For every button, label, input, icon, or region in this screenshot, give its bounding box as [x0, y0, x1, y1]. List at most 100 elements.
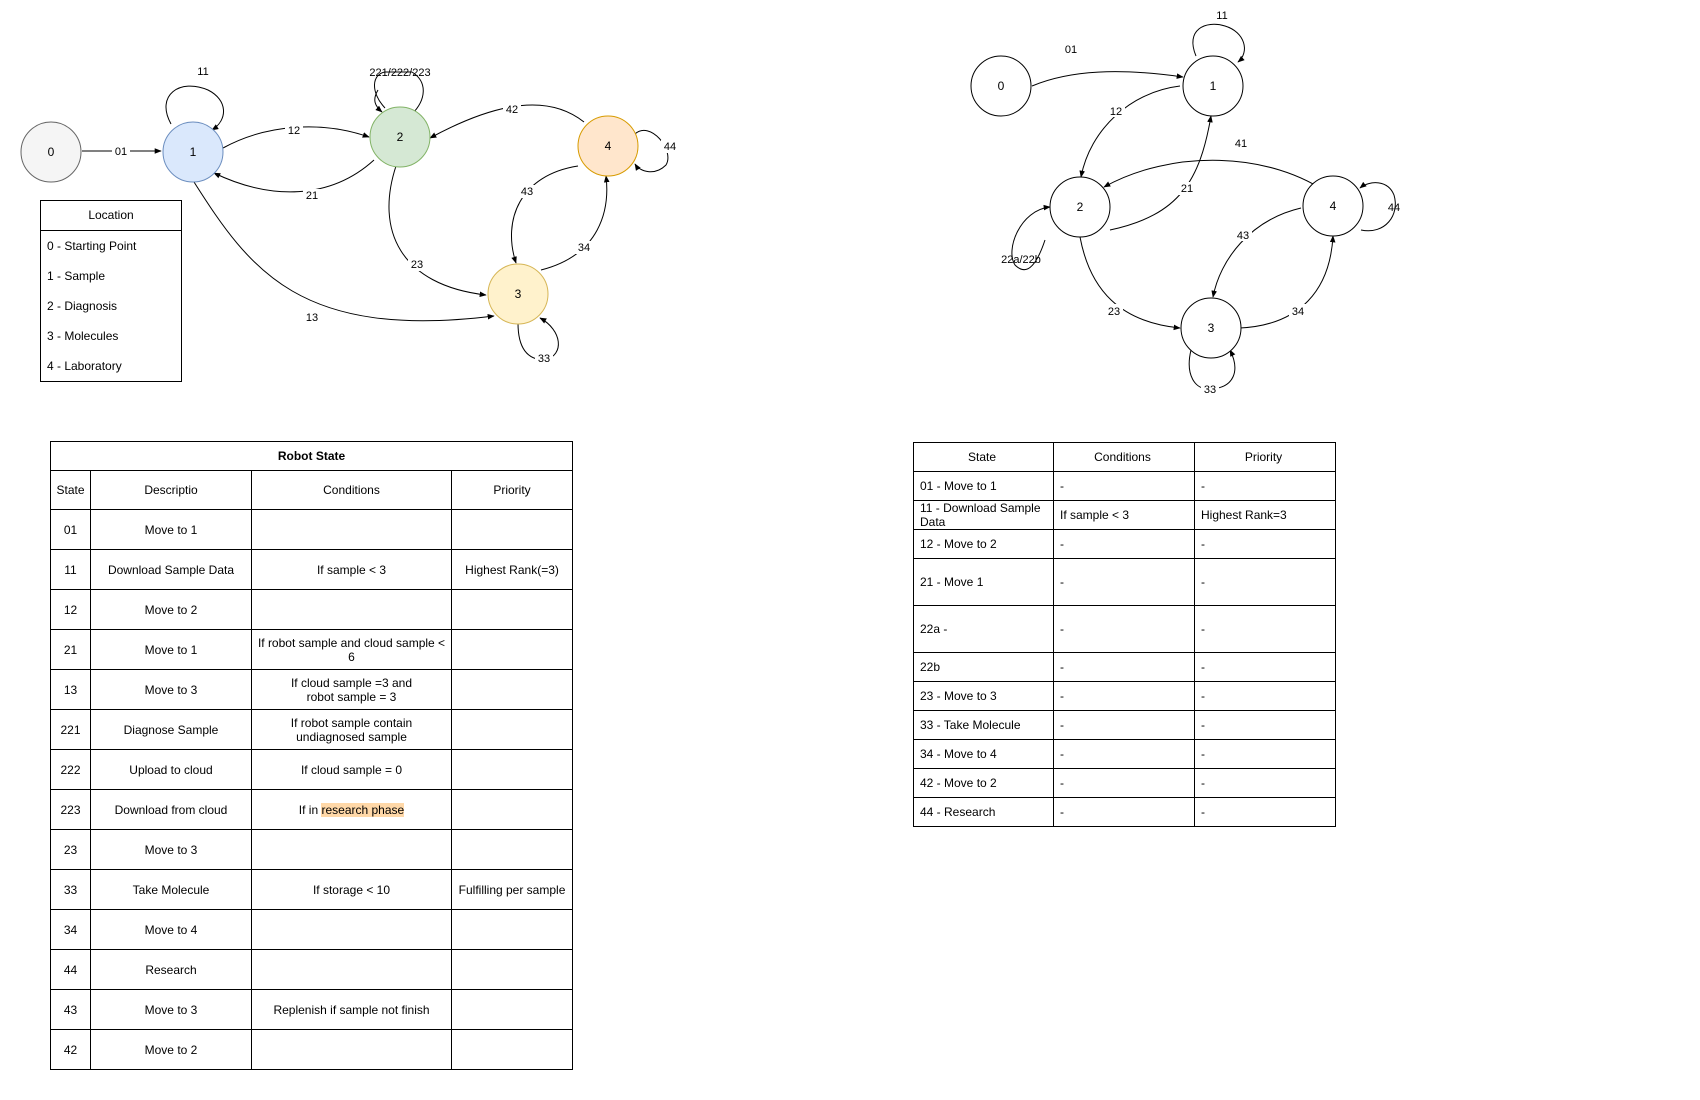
right-label-01: 01: [1065, 44, 1077, 56]
left-label-23: 23: [411, 259, 423, 271]
state-cell: 01: [50, 509, 91, 550]
description-cell: Move to 2: [90, 589, 252, 630]
priority-cell: [450, 629, 574, 670]
conditions-cell: -: [1053, 605, 1195, 653]
left-label-34: 34: [578, 242, 590, 254]
svg-text:1: 1: [190, 145, 197, 159]
right-label-34: 34: [1292, 306, 1304, 318]
right-nodes: 0 1 2 3 4: [970, 55, 1364, 359]
column-header: Conditions: [251, 470, 452, 510]
right-edges: [1011, 23, 1396, 390]
table-row: 21 - Move 1--: [913, 558, 1336, 606]
left-label-44: 44: [664, 141, 676, 153]
right-edge-01: [1031, 71, 1184, 87]
conditions-cell: If sample < 3: [251, 549, 452, 590]
description-cell: Move to 3: [90, 829, 252, 870]
conditions-cell: -: [1053, 797, 1195, 827]
priority-cell: -: [1194, 710, 1336, 740]
conditions-cell: If robot sample and cloud sample < 6: [251, 629, 452, 670]
description-cell: Download Sample Data: [90, 549, 252, 590]
left-edges: [82, 71, 669, 361]
conditions-cell: -: [1053, 471, 1195, 501]
table-row: 23 - Move to 3--: [913, 681, 1336, 711]
state-cell: 22a -: [913, 605, 1054, 653]
description-cell: Move to 3: [90, 989, 252, 1030]
priority-cell: -: [1194, 768, 1336, 798]
right-edge-23: [1079, 236, 1181, 331]
priority-cell: -: [1194, 739, 1336, 769]
svg-text:3: 3: [515, 287, 522, 301]
left-edge-23: [388, 165, 487, 298]
svg-text:2: 2: [1077, 200, 1084, 214]
state-cell: 13: [50, 669, 91, 710]
state-cell: 23: [50, 829, 91, 870]
description-cell: Move to 2: [90, 1029, 252, 1070]
conditions-cell: If storage < 10: [251, 869, 452, 910]
priority-cell: [450, 589, 574, 630]
left-label-11: 11: [197, 66, 208, 78]
left-label-42: 42: [506, 104, 518, 116]
condition-text: If in: [298, 802, 322, 817]
state-cell: 42 - Move to 2: [913, 768, 1054, 798]
priority-cell: Fulfilling per sample: [450, 869, 574, 910]
conditions-cell: [251, 589, 452, 630]
column-header: Descriptio: [90, 470, 252, 510]
state-cell: 42: [50, 1029, 91, 1070]
right-node-1: 1: [1182, 55, 1244, 117]
state-cell: 223: [50, 789, 91, 830]
priority-cell: -: [1194, 558, 1336, 606]
priority-cell: -: [1194, 797, 1336, 827]
conditions-cell: Replenish if sample not finish: [251, 989, 452, 1030]
state-cell: 221: [50, 709, 91, 750]
state-cell: 34 - Move to 4: [913, 739, 1054, 769]
left-label-13: 13: [306, 312, 318, 324]
conditions-cell: If sample < 3: [1053, 500, 1195, 530]
conditions-cell: If robot sample contain undiagnosed samp…: [251, 709, 452, 750]
right-edge-34: [1239, 235, 1336, 329]
right-label-21: 21: [1181, 183, 1193, 195]
right-edge-labels: 01 11 12 41 21 44 43 22a/22b 23 34 33: [1001, 10, 1400, 396]
table-row: 12 - Move to 2--: [913, 529, 1336, 559]
right-edge-11: [1192, 23, 1245, 63]
conditions-cell: [251, 909, 452, 950]
left-node-1: 1: [162, 121, 224, 183]
priority-cell: Highest Rank=3: [1194, 500, 1336, 530]
priority-cell: [450, 1029, 574, 1070]
svg-text:0: 0: [48, 145, 55, 159]
robot-table-title: Robot State: [49, 441, 574, 471]
priority-cell: [450, 989, 574, 1030]
state-cell: 34: [50, 909, 91, 950]
priority-cell: [450, 709, 574, 750]
legend-item: 1 - Sample: [47, 269, 106, 283]
left-node-0: 0: [20, 121, 82, 183]
table-row: 01 - Move to 1--: [913, 471, 1336, 501]
state-cell: 22b: [913, 652, 1054, 682]
column-header: Priority: [450, 470, 574, 510]
right-edge-43: [1211, 207, 1302, 298]
description-cell: Research: [90, 949, 252, 990]
priority-cell: [450, 789, 574, 830]
state-cell: 43: [50, 989, 91, 1030]
svg-text:4: 4: [1330, 199, 1337, 213]
conditions-cell: If in research phase: [251, 789, 452, 830]
right-edge-21: [1109, 115, 1213, 231]
state-cell: 12 - Move to 2: [913, 529, 1054, 559]
robot-state-table: Robot State State Descriptio Conditions …: [49, 441, 574, 1070]
right-edge-44: [1359, 181, 1396, 232]
svg-text:2: 2: [397, 130, 404, 144]
legend-item: 2 - Diagnosis: [47, 299, 118, 313]
priority-cell: -: [1194, 681, 1336, 711]
left-edge-22x: [374, 71, 424, 115]
right-label-23: 23: [1108, 306, 1120, 318]
priority-cell: Highest Rank(=3): [450, 549, 574, 590]
left-edge-34: [540, 175, 610, 271]
priority-cell: [450, 949, 574, 990]
state-cell: 21 - Move 1: [913, 558, 1054, 606]
description-cell: Move to 4: [90, 909, 252, 950]
svg-text:1: 1: [1210, 79, 1217, 93]
